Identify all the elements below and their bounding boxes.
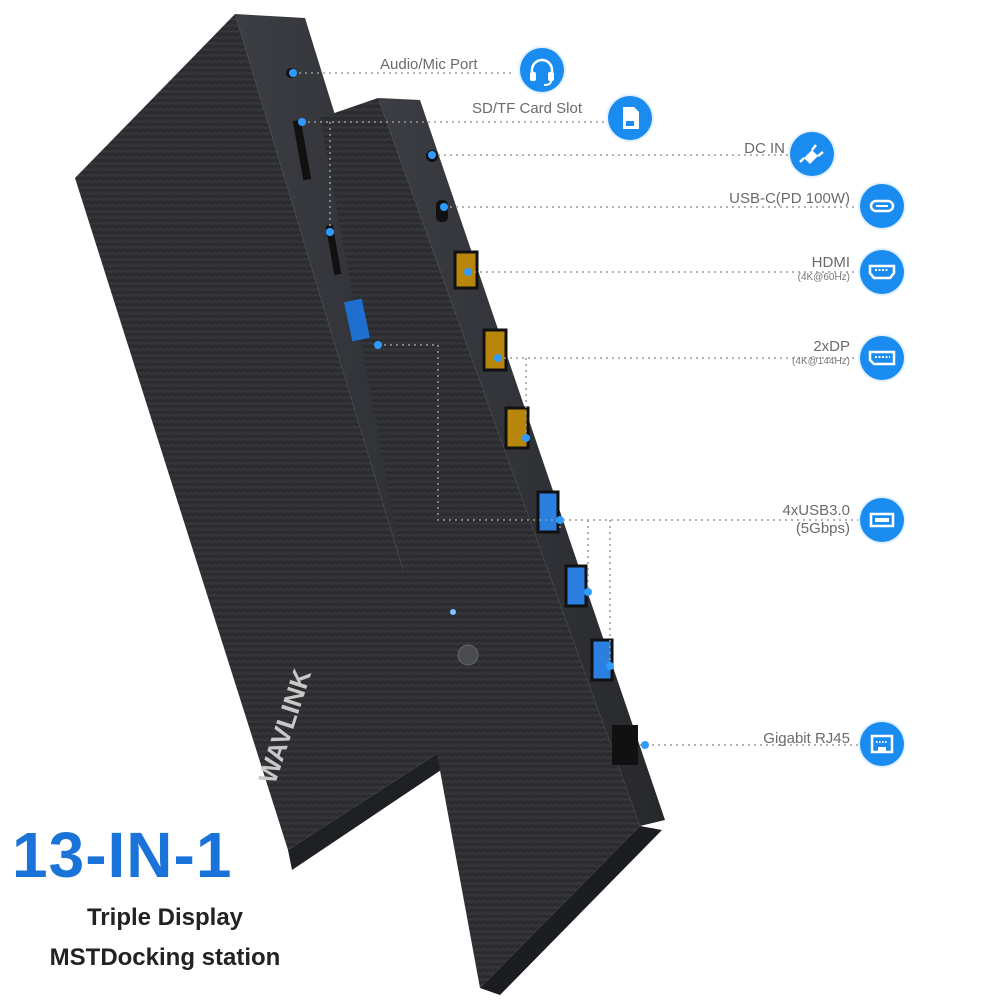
usb-c-label: USB-C(PD 100W)	[729, 190, 850, 207]
hdmi-icon	[860, 250, 904, 294]
ethernet-icon	[860, 722, 904, 766]
port-markers	[289, 69, 649, 749]
dock-back-end	[288, 742, 456, 870]
usb3-label: 4xUSB3.0 (5Gbps)	[782, 502, 850, 537]
dp-label: 2xDP (4K@144Hz)	[792, 338, 850, 367]
leader-lines	[293, 72, 858, 746]
usb-a-icon	[860, 498, 904, 542]
usb-c-icon	[860, 184, 904, 228]
audio-mic-label: Audio/Mic Port	[380, 56, 478, 73]
sd-tf-label: SD/TF Card Slot	[472, 100, 583, 117]
rj45-label: Gigabit RJ45	[763, 730, 850, 747]
sd-card-icon	[608, 96, 652, 140]
power-button	[457, 644, 479, 666]
displayport-icon	[860, 336, 904, 380]
headset-icon	[520, 48, 564, 92]
power-led	[450, 609, 456, 615]
hdmi-label: HDMI (4K@60Hz)	[797, 254, 850, 283]
dc-plug-icon	[790, 132, 834, 176]
subheadline-line-1: Triple Display	[86, 904, 244, 931]
headline: 13-IN-1	[12, 819, 233, 891]
subheadline-line-2: MSTDocking station	[49, 944, 281, 971]
dock-front-top	[320, 98, 640, 988]
dc-in-label: DC IN	[744, 140, 785, 157]
dock-back-top	[75, 14, 455, 850]
